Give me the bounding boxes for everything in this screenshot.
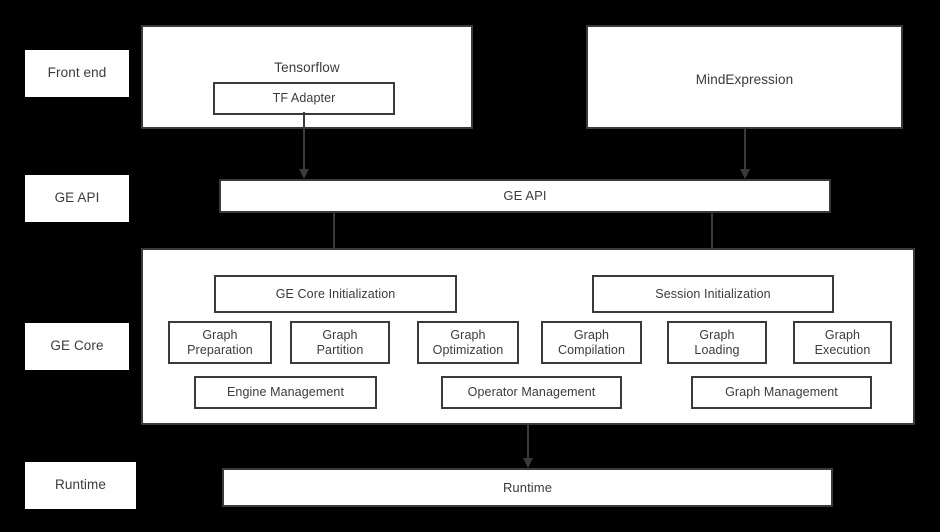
module-graph-execution-label: Graph Execution: [815, 328, 871, 358]
module-graph-compilation: Graph Compilation: [541, 321, 642, 364]
module-graph-optimization-label: Graph Optimization: [433, 328, 504, 358]
module-line1: Graph: [573, 327, 610, 342]
module-graph-optimization: Graph Optimization: [417, 321, 519, 364]
mindexpression-container: MindExpression: [586, 25, 903, 129]
module-graph-partition: Graph Partition: [290, 321, 390, 364]
layer-label-runtime: Runtime: [25, 462, 136, 509]
ge-core-initialization-box: GE Core Initialization: [214, 275, 457, 313]
layer-label-ge-api: GE API: [25, 175, 129, 222]
tensorflow-title: Tensorflow: [274, 60, 340, 75]
ge-api-bar: GE API: [219, 179, 831, 213]
module-line1: Graph: [824, 327, 861, 342]
ge-core-container: GE Core Initialization Session Initializ…: [141, 248, 915, 425]
graph-management-label: Graph Management: [725, 385, 838, 399]
module-line2: Execution: [814, 342, 871, 357]
module-line2: Compilation: [557, 342, 626, 357]
module-line2: Preparation: [187, 342, 253, 357]
session-initialization-box: Session Initialization: [592, 275, 834, 313]
runtime-bar: Runtime: [222, 468, 833, 507]
module-graph-preparation-label: Graph Preparation: [187, 328, 253, 358]
engine-management-label: Engine Management: [226, 385, 345, 399]
engine-management-box: Engine Management: [194, 376, 377, 409]
layer-label-front-end-text: Front end: [47, 65, 107, 81]
module-line1: Graph: [202, 327, 238, 342]
module-line1: Graph: [322, 327, 358, 342]
module-graph-compilation-label: Graph Compilation: [558, 328, 625, 358]
module-graph-loading: Graph Loading: [667, 321, 767, 364]
tf-adapter-label: TF Adapter: [272, 91, 336, 105]
tf-adapter-box: TF Adapter: [213, 82, 395, 115]
module-graph-loading-label: Graph Loading: [694, 328, 739, 358]
session-initialization-label: Session Initialization: [655, 286, 771, 301]
module-line1: Graph: [699, 327, 735, 342]
module-graph-execution: Graph Execution: [793, 321, 892, 364]
operator-management-label: Operator Management: [467, 385, 596, 399]
module-line2: Loading: [694, 342, 740, 357]
layer-label-ge-api-text: GE API: [54, 190, 100, 206]
tensorflow-container: Tensorflow TF Adapter: [141, 25, 473, 129]
layer-label-runtime-text: Runtime: [55, 477, 106, 493]
layer-label-ge-core-text: GE Core: [50, 338, 104, 354]
layer-label-front-end: Front end: [25, 50, 129, 97]
module-line2: Partition: [316, 342, 364, 357]
module-line1: Graph: [450, 327, 486, 342]
graph-management-box: Graph Management: [691, 376, 872, 409]
module-line2: Optimization: [432, 342, 504, 357]
ge-api-bar-label: GE API: [503, 188, 547, 204]
operator-management-box: Operator Management: [441, 376, 622, 409]
module-graph-preparation: Graph Preparation: [168, 321, 272, 364]
mindexpression-title: MindExpression: [695, 72, 794, 87]
runtime-bar-label: Runtime: [502, 479, 553, 495]
module-graph-partition-label: Graph Partition: [317, 328, 364, 358]
layer-label-ge-core: GE Core: [25, 323, 129, 370]
ge-core-initialization-label: GE Core Initialization: [275, 286, 396, 301]
